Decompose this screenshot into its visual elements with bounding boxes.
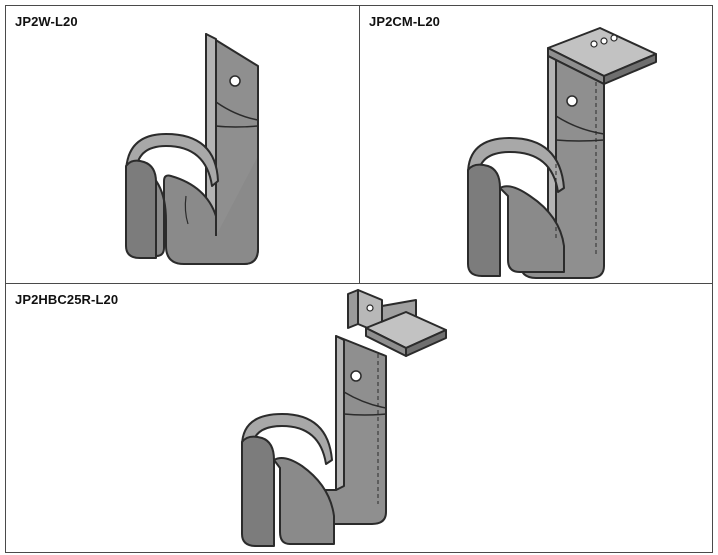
jp2cm-hook-illustration [467,27,657,279]
panel-jp2w: JP2W-L20 [5,5,360,284]
panel-label: JP2HBC25R-L20 [15,292,119,307]
jp2hbc25r-hook-illustration [241,289,447,547]
panel-label: JP2W-L20 [15,14,78,29]
panel-jp2cm: JP2CM-L20 [359,5,713,284]
panel-label: JP2CM-L20 [369,14,440,29]
jp2w-hook-illustration [125,33,259,265]
panel-jp2hbc25r: JP2HBC25R-L20 [5,283,713,553]
